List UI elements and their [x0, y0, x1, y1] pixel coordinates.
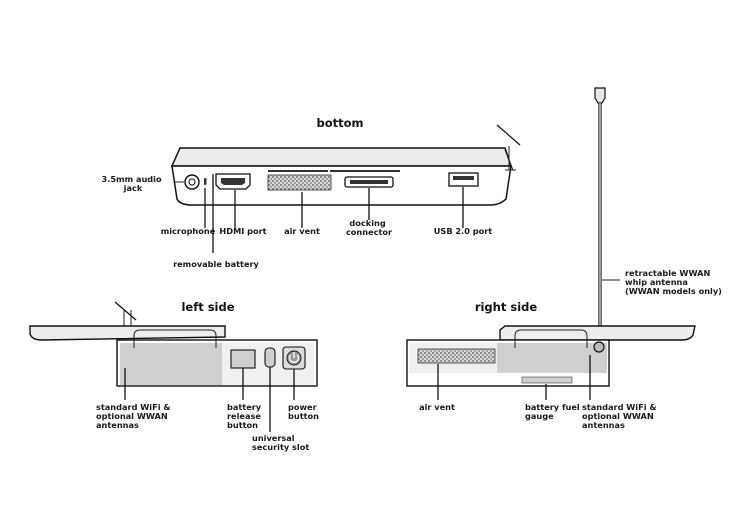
bottom-view-device [170, 124, 521, 253]
label-security-slot: universal security slot [252, 433, 309, 452]
label-microphone: microphone [161, 226, 216, 236]
label-removable-battery: removable battery [173, 259, 259, 269]
left-view-title: left side [181, 300, 234, 314]
microphone-hole [204, 178, 207, 185]
left-antenna-panel [120, 343, 222, 385]
label-whip-antenna: retractable WWAN whip antenna (WWAN mode… [625, 268, 722, 296]
battery-release-button [230, 349, 256, 369]
label-wifi-right: standard WiFi & optional WWAN antennas [582, 402, 659, 430]
security-slot [264, 347, 276, 368]
label-power-button: power button [288, 402, 320, 421]
right-view-device [406, 87, 696, 400]
label-battery-release: battery release button [227, 402, 264, 430]
left-view-device [29, 301, 318, 432]
label-docking-connector: docking connector [346, 218, 393, 237]
right-air-vent [417, 348, 496, 364]
bottom-air-vent [267, 174, 332, 191]
label-air-vent-bottom: air vent [284, 226, 320, 236]
whip-antenna-base [593, 341, 605, 353]
label-usb-port: USB 2.0 port [434, 226, 493, 236]
label-air-vent-right: air vent [419, 402, 455, 412]
battery-fuel-gauge [521, 376, 573, 384]
bottom-view-title: bottom [316, 116, 363, 130]
whip-antenna-tip [594, 87, 606, 104]
label-hdmi-port: HDMI port [219, 226, 266, 236]
label-wifi-left: standard WiFi & optional WWAN antennas [96, 402, 173, 430]
label-fuel-gauge: battery fuel gauge [525, 402, 583, 421]
label-audio-jack: 3.5mm audio jack [102, 174, 165, 193]
right-view-title: right side [475, 300, 538, 314]
power-icon [288, 354, 300, 363]
